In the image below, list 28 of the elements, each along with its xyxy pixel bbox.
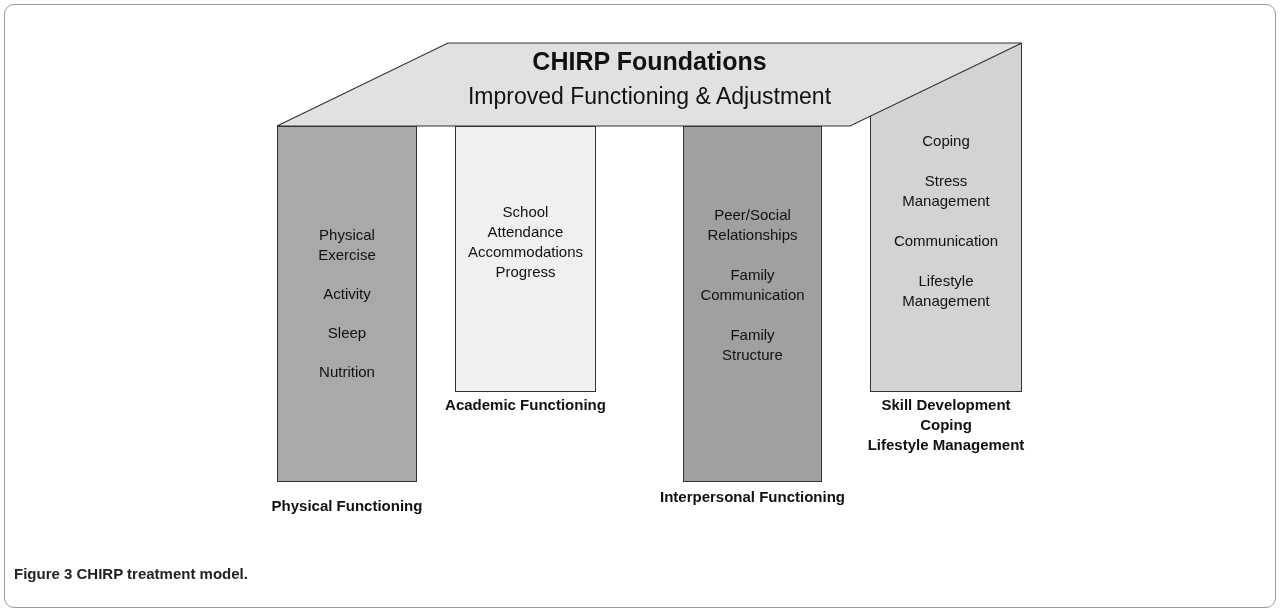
pillar-item: Coping <box>922 131 970 151</box>
pillar-label: Interpersonal Functioning <box>660 487 845 507</box>
pillar-item: Attendance <box>487 222 564 242</box>
figure-caption: Figure 3 CHIRP treatment model. <box>14 565 248 582</box>
pillar-item: Accommodations <box>467 242 584 262</box>
pillar-item: Communication <box>893 231 999 251</box>
pillar-item: Progress <box>495 262 556 282</box>
pillar-item: Lifestyle Management <box>901 271 991 311</box>
pillar-item: Activity <box>323 284 371 304</box>
pillar-label: Skill Development <box>881 395 1011 415</box>
platform-slab <box>277 43 1022 126</box>
pillar-label: Academic Functioning <box>445 395 606 415</box>
pillar-label: Lifestyle Management <box>867 435 1025 455</box>
pillar-item: School <box>502 202 549 222</box>
pillar-item: Family Structure <box>721 325 784 365</box>
pillar-label: Physical Functioning <box>271 496 423 516</box>
pillar-item: Sleep <box>327 323 367 343</box>
subheading: Improved Functioning & Adjustment <box>466 83 833 110</box>
pillar-item: Peer/Social Relationships <box>706 205 799 245</box>
pillar-column <box>455 126 596 392</box>
pillar-column <box>683 126 822 482</box>
heading: CHIRP Foundations <box>531 47 768 76</box>
pillar-column <box>277 126 417 482</box>
pillar-label: Coping <box>920 415 972 435</box>
pillar-item: Stress Management <box>901 171 991 211</box>
pillar-item: Family Communication <box>699 265 806 305</box>
pillar-item: Nutrition <box>319 362 375 382</box>
pillar-item: Physical Exercise <box>317 225 377 265</box>
